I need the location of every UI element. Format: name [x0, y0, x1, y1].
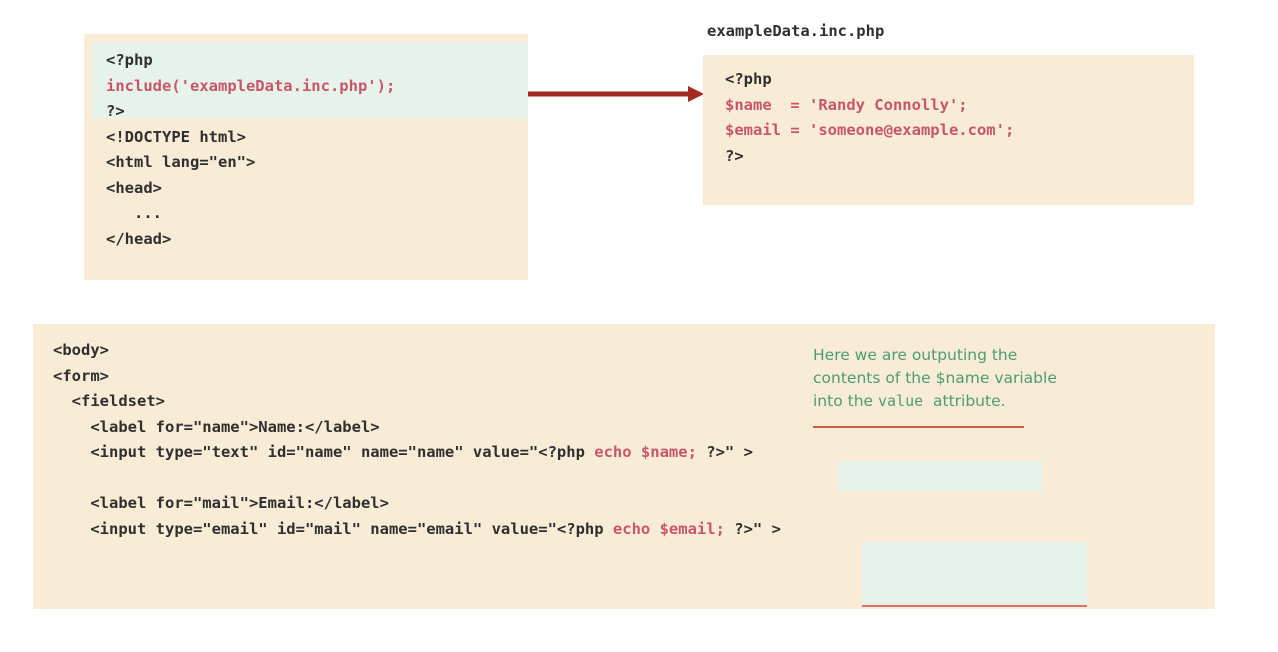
form-line-input-email-php-body: echo $email; [612, 519, 735, 538]
form-line-input-name-php-open: <?php [538, 443, 595, 461]
annotation-line-3: into the value attribute. [813, 390, 1113, 413]
php-highlight-band [92, 42, 528, 119]
include-file-name: exampleData.inc.php [707, 22, 885, 40]
code-line-ellipsis: ... [106, 204, 162, 222]
code-line-doctype: <!DOCTYPE html> [106, 127, 246, 146]
inc-line-php-close: ?> [725, 146, 744, 165]
code-line-include: include('exampleData.inc.php'); [106, 76, 396, 95]
form-line-input-name-prefix: <input type="text" id="name" name="name"… [53, 443, 539, 461]
code-line-head-close: </head> [106, 229, 172, 248]
include-file-code-panel: <?php $name = 'Randy Connolly'; $email =… [703, 55, 1194, 205]
code-line-html: <html lang="en"> [106, 153, 256, 171]
annotation-line-3-post: attribute. [923, 392, 1006, 410]
form-line-input-name-php-close: ?> [706, 443, 725, 461]
code-line-php-close: ?> [106, 102, 125, 120]
form-line-input-name-suffix: " > [724, 443, 753, 461]
form-line-input-email-php-open: <?php [556, 519, 613, 538]
annotation-line-3-pre: into the [813, 392, 878, 410]
form-line-label-email: <label for="mail">Email:</label> [53, 494, 389, 512]
annotation-callout: Here we are outputing the contents of th… [813, 344, 1113, 413]
form-line-fieldset: <fieldset> [53, 392, 165, 410]
annotation-line-1: Here we are outputing the [813, 346, 1018, 364]
code-line-php-open: <?php [106, 51, 153, 69]
form-code-panel: <body> <form> <fieldset> <label for="nam… [33, 324, 1215, 609]
form-line-input-email-prefix: <input type="email" id="mail" name="emai… [53, 519, 557, 538]
inc-line-email-var: $email = 'someone@example.com'; [725, 121, 1015, 139]
form-line-form: <form> [53, 366, 109, 385]
form-line-body: <body> [53, 341, 109, 359]
form-line-input-name-php-body: echo $name; [594, 443, 707, 461]
php-highlight-underline [862, 605, 1087, 607]
inc-line-name-var: $name = 'Randy Connolly'; [725, 95, 968, 114]
php-highlight-band-email [862, 542, 1087, 604]
include-file-code-text: <?php $name = 'Randy Connolly'; $email =… [725, 67, 1014, 169]
form-line-input-email-php-close: ?> [734, 519, 753, 538]
main-page-code-panel: <?php include('exampleData.inc.php'); ?>… [84, 34, 528, 280]
include-arrow-icon [528, 86, 704, 102]
main-page-code-text: <?php include('exampleData.inc.php'); ?>… [106, 48, 395, 252]
inc-line-php-open: <?php [725, 70, 772, 88]
form-line-label-name: <label for="name">Name:</label> [53, 417, 380, 436]
form-code-text: <body> <form> <fieldset> <label for="nam… [53, 338, 781, 542]
php-highlight-band-name [838, 461, 1043, 491]
annotation-line-3-code: value [877, 392, 924, 410]
code-line-head-open: <head> [106, 178, 162, 197]
annotation-underline [813, 426, 1024, 428]
annotation-line-2: contents of the $name variable [813, 369, 1057, 387]
form-line-input-email-suffix: " > [752, 519, 781, 538]
